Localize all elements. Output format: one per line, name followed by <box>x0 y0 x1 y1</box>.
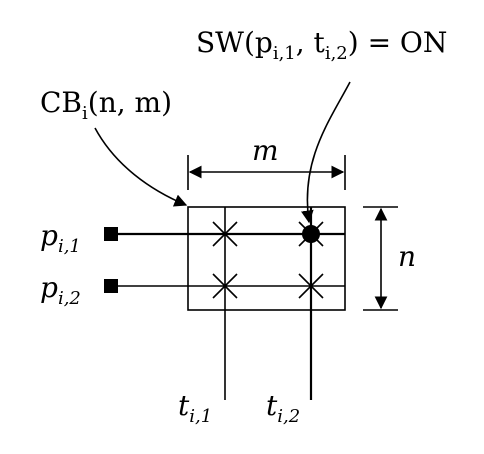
terminal-label-t1: ti,1 <box>178 389 212 427</box>
crossbar-label: CBi(n, m) <box>40 86 172 124</box>
crossbar-pointer-arrow <box>94 127 188 207</box>
crosspoint-x-2-1 <box>212 273 238 299</box>
port-square-p2 <box>104 279 118 293</box>
switch-on-label: SW(pi,1, ti,2) = ON <box>196 26 447 64</box>
terminal-label-t2: ti,2 <box>266 389 300 427</box>
port-square-p1 <box>104 227 118 241</box>
crosspoint-x-1-1 <box>212 221 238 247</box>
switch-pointer-arrow <box>301 81 351 224</box>
port-label-p2: pi,2 <box>40 271 81 309</box>
switch-on-dot <box>302 225 320 243</box>
port-label-p1: pi,1 <box>40 219 81 257</box>
m-label: m <box>252 134 279 167</box>
n-label: n <box>398 240 416 273</box>
crossbar-box <box>187 206 346 311</box>
crosspoint-x-2-2 <box>298 273 324 299</box>
